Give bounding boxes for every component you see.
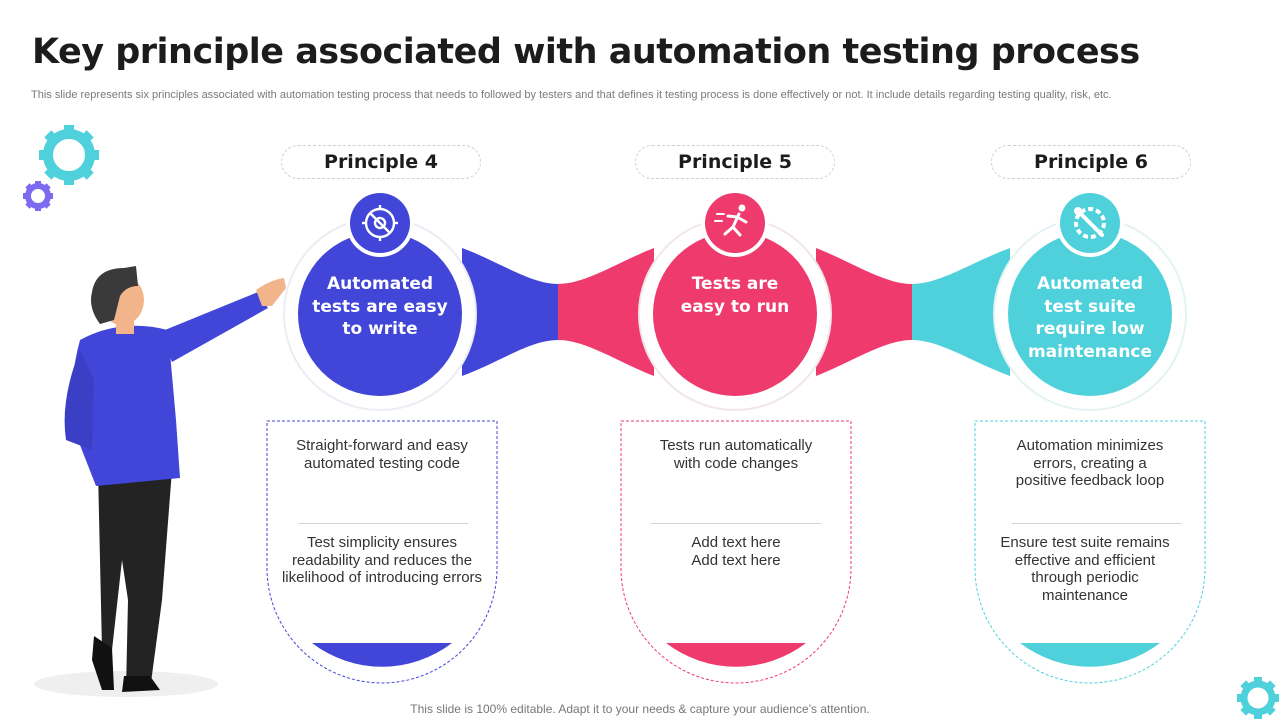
slide-title: Key principle associated with automation…	[32, 32, 1140, 72]
card-line: with code changes	[673, 454, 799, 472]
card-line: effective and efficient	[1014, 551, 1156, 569]
principle-5-card-top: Tests run automatically with code change…	[626, 437, 846, 472]
connector-pink-left	[558, 248, 654, 376]
principle-5-card-outline	[620, 420, 852, 684]
principle-4-circle-text: Automated tests are easy to write	[305, 273, 455, 341]
circle-line: to write	[342, 319, 418, 339]
principle-5-label: Principle 5	[635, 145, 835, 179]
businessman-illustration	[34, 266, 286, 697]
principle-4-circle	[298, 232, 462, 396]
principle-5-circle	[653, 232, 817, 396]
card-line: Tests run automatically	[659, 437, 813, 454]
card-line: Add text here	[691, 551, 781, 569]
card-line: Ensure test suite remains	[1000, 534, 1170, 551]
connector-pink-right	[816, 248, 912, 376]
card-line: readability and reduces the	[291, 551, 473, 569]
principle-5-circle-text: Tests are easy to run	[660, 273, 810, 318]
principle-5-card-base	[666, 643, 806, 667]
circle-line: Tests are	[691, 274, 779, 294]
principle-6-card-outline	[974, 420, 1206, 684]
circle-line: tests are easy	[312, 296, 448, 317]
principle-5-card-divider	[651, 523, 821, 524]
principle-4-card-outline	[266, 420, 498, 684]
footer-note: This slide is 100% editable. Adapt it to…	[410, 702, 870, 716]
principle-6-card-divider	[1012, 523, 1182, 524]
running-person-icon	[714, 204, 748, 237]
gear-icon-large	[39, 125, 99, 185]
card-line: maintenance	[1042, 586, 1128, 604]
principle-4-card-top: Straight-forward and easy automated test…	[272, 437, 492, 472]
principle-4-card-divider	[298, 523, 468, 524]
connector-blue	[462, 248, 558, 376]
card-line: Test simplicity ensures	[306, 534, 458, 551]
principle-6-card-base	[1020, 643, 1160, 667]
circle-line: test suite	[1044, 296, 1136, 317]
principle-5-card-bottom: Add text here Add text here	[626, 534, 846, 569]
circle-line: require low	[1035, 319, 1145, 339]
card-line: through periodic	[1031, 569, 1139, 586]
principle-6-circle	[1008, 232, 1172, 396]
slide-subtitle: This slide represents six principles ass…	[31, 89, 1112, 101]
connector-teal	[912, 248, 1010, 376]
card-line: errors, creating a	[1033, 454, 1147, 472]
principle-4-card-base	[312, 643, 452, 667]
card-line: automated testing code	[304, 454, 460, 472]
principle-6-card-bottom: Ensure test suite remains effective and …	[975, 534, 1195, 604]
card-line: Straight-forward and easy	[296, 437, 468, 454]
principle-6-card-top: Automation minimizes errors, creating a …	[980, 437, 1200, 490]
principle-6-label: Principle 6	[991, 145, 1191, 179]
card-line: positive feedback loop	[1015, 472, 1165, 489]
gear-icon-small	[23, 181, 53, 211]
wrench-gear-icon	[1074, 207, 1106, 239]
circle-line: maintenance	[1027, 341, 1153, 362]
automation-gear-icon	[362, 205, 398, 241]
circle-line: easy to run	[680, 296, 790, 317]
principle-4-label: Principle 4	[281, 145, 481, 179]
principle-6-circle-text: Automated test suite require low mainten…	[1015, 273, 1165, 363]
gear-icon-corner	[1237, 677, 1279, 719]
card-line: Automation minimizes	[1016, 437, 1164, 454]
circle-line: Automated	[326, 274, 434, 294]
card-line: Add text here	[691, 534, 781, 551]
circle-line: Automated	[1036, 274, 1144, 294]
card-line: likelihood of introducing errors	[281, 569, 483, 586]
principle-4-card-bottom: Test simplicity ensures readability and …	[272, 534, 492, 587]
